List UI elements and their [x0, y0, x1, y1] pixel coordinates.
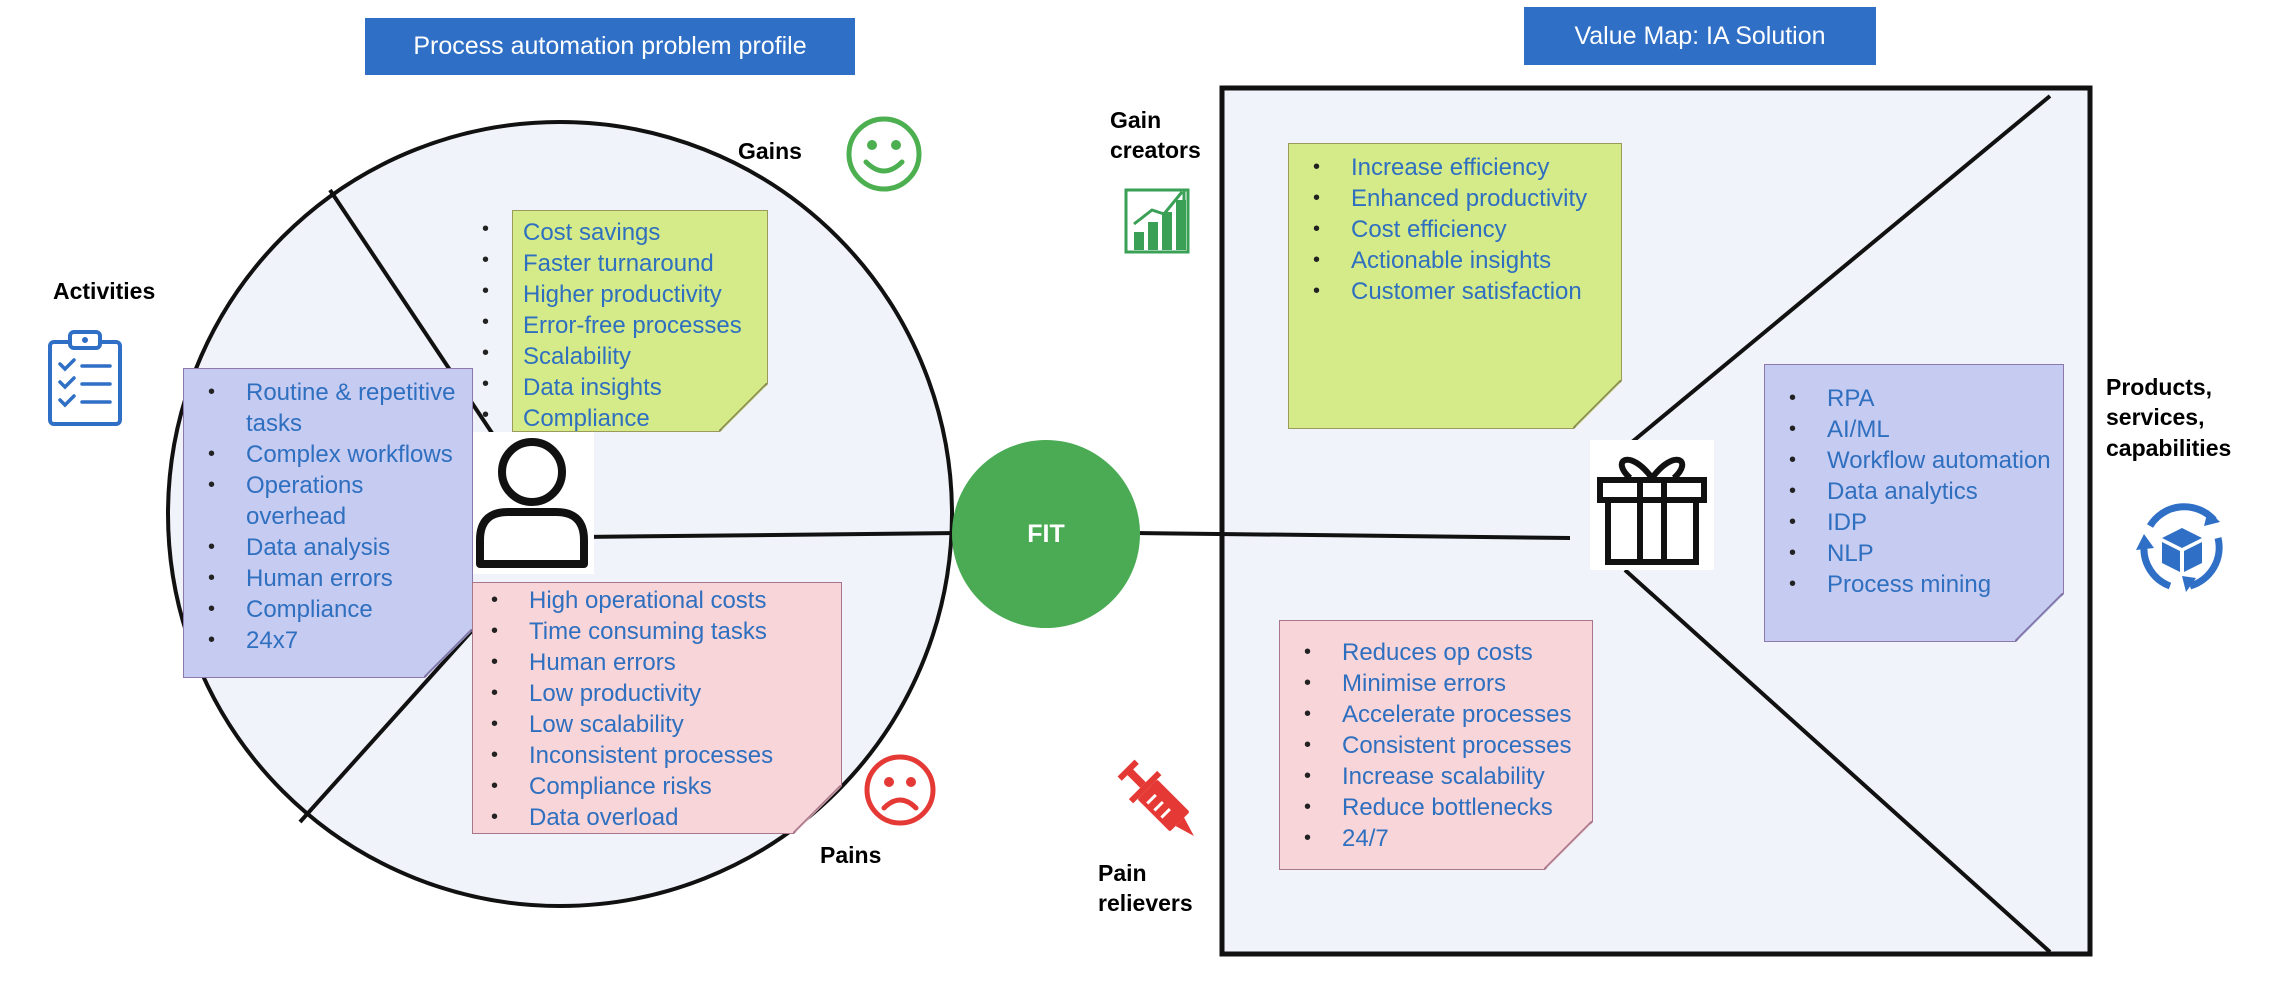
products-item: AI/ML	[1765, 414, 2063, 445]
products-item: Data analytics	[1765, 476, 2063, 507]
gain-creators-item: Customer satisfaction	[1289, 276, 1621, 307]
bar-chart-icon	[1124, 188, 1190, 254]
fit-circle: FIT	[952, 440, 1140, 628]
pain-relievers-item: Reduce bottlenecks	[1280, 792, 1592, 823]
syringe-icon	[1117, 759, 1194, 836]
gain-creators-label: Gain creators	[1110, 107, 1201, 164]
clipboard-checklist-icon	[48, 330, 122, 426]
activities-item: 24x7	[184, 625, 472, 656]
profile-divider-bottom	[298, 603, 497, 824]
gain-creators-list: Increase efficiency Enhanced productivit…	[1289, 152, 1621, 307]
pains-item: Time consuming tasks	[467, 616, 841, 647]
pain-relievers-item: Minimise errors	[1280, 668, 1592, 699]
problem-profile-banner: Process automation problem profile	[365, 18, 855, 75]
pains-label: Pains	[820, 842, 882, 868]
pains-item: Compliance risks	[467, 771, 841, 802]
pain-relievers-item: Consistent processes	[1280, 730, 1592, 761]
pain-relievers-note: Reduces op costs Minimise errors Acceler…	[1279, 620, 1593, 870]
activities-item: Compliance	[184, 594, 472, 625]
products-item: Workflow automation	[1765, 445, 2063, 476]
pains-list: High operational costs Time consuming ta…	[467, 585, 841, 833]
gains-label: Gains	[738, 138, 802, 164]
pains-item: Inconsistent processes	[467, 740, 841, 771]
value-map-diagonal-bottom	[1623, 568, 2052, 954]
activities-item: Data analysis	[184, 532, 472, 563]
activities-item: Human errors	[184, 563, 472, 594]
pains-note: High operational costs Time consuming ta…	[472, 582, 842, 834]
gains-note: Cost savings Faster turnaround Higher pr…	[512, 210, 768, 432]
fit-label: FIT	[1027, 519, 1065, 548]
smiley-face-icon	[846, 116, 922, 192]
gains-bullets-outside: •••••••	[482, 218, 490, 426]
products-item: RPA	[1765, 383, 2063, 414]
products-list: RPA AI/ML Workflow automation Data analy…	[1765, 383, 2063, 600]
pain-relievers-label: Pain relievers	[1098, 860, 1193, 917]
product-box-cycle-icon	[2136, 503, 2223, 592]
gift-icon	[1590, 440, 1714, 570]
pain-relievers-item: Increase scalability	[1280, 761, 1592, 792]
gain-creators-item: Increase efficiency	[1289, 152, 1621, 183]
activities-item: Operations overhead	[184, 470, 396, 532]
activities-note: Routine & repetitive tasks Complex workf…	[183, 368, 473, 678]
activities-item: Complex workflows	[184, 439, 472, 470]
gain-creators-item: Cost efficiency	[1289, 214, 1621, 245]
products-item: IDP	[1765, 507, 2063, 538]
activities-label: Activities	[53, 278, 156, 304]
pains-item: Data overload	[467, 802, 841, 833]
pain-relievers-item: Reduces op costs	[1280, 637, 1592, 668]
user-icon	[470, 432, 594, 574]
pains-item: Human errors	[467, 647, 841, 678]
gain-creators-item: Enhanced productivity	[1289, 183, 1621, 214]
sad-face-icon	[864, 754, 936, 826]
gain-creators-note: Increase efficiency Enhanced productivit…	[1288, 143, 1622, 429]
products-label: Products, services, capabilities	[2106, 374, 2232, 461]
value-map-banner: Value Map: IA Solution	[1524, 7, 1876, 65]
pain-relievers-list: Reduces op costs Minimise errors Acceler…	[1280, 637, 1592, 854]
products-note: RPA AI/ML Workflow automation Data analy…	[1764, 364, 2064, 642]
fit-connector-right	[1134, 531, 1571, 540]
activities-item: Routine & repetitive tasks	[184, 377, 492, 439]
value-map-diagonal-top	[1630, 94, 2052, 444]
pains-item: Low scalability	[467, 709, 841, 740]
products-item: Process mining	[1765, 569, 2063, 600]
pains-item: Low productivity	[467, 678, 841, 709]
gain-creators-item: Actionable insights	[1289, 245, 1621, 276]
pain-relievers-item: Accelerate processes	[1280, 699, 1592, 730]
pains-item: High operational costs	[467, 585, 841, 616]
fit-connector-left	[579, 531, 961, 539]
products-item: NLP	[1765, 538, 2063, 569]
activities-list: Routine & repetitive tasks Complex workf…	[184, 377, 472, 656]
pain-relievers-item: 24/7	[1280, 823, 1592, 854]
